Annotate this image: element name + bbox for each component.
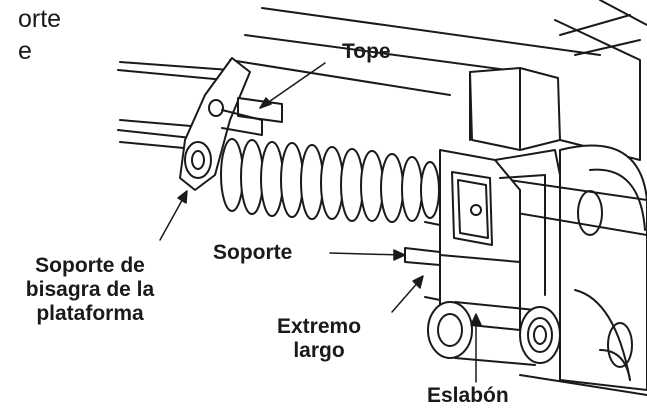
label-soporte-bisagra-line-2: bisagra de la [25,278,155,301]
label-extremo-largo-line-1: Extremo [276,315,362,338]
right-plate [559,144,647,391]
label-extremo-largo-line-2: largo [293,339,345,362]
label-tope: Tope [342,40,391,63]
cutoff-text-line-1: orte [18,5,62,33]
label-soporte: Soporte [213,241,293,264]
coil-spring [220,138,440,223]
leader-lines [159,62,482,383]
cutoff-text-line-2: e [18,37,32,65]
label-soporte-bisagra-line-3: plataforma [36,302,144,325]
label-soporte-bisagra: Soporte de bisagra de la plataforma [2,254,178,326]
label-soporte-bisagra-line-1: Soporte de [35,254,145,277]
support-block [404,221,441,301]
platform-hinge-bracket [179,57,251,191]
frame-rails [117,7,641,151]
upper-housing [469,0,647,161]
label-extremo-largo: Extremo largo [269,315,369,363]
label-eslabon: Eslabón [427,384,509,407]
link-and-rollers [427,254,647,396]
